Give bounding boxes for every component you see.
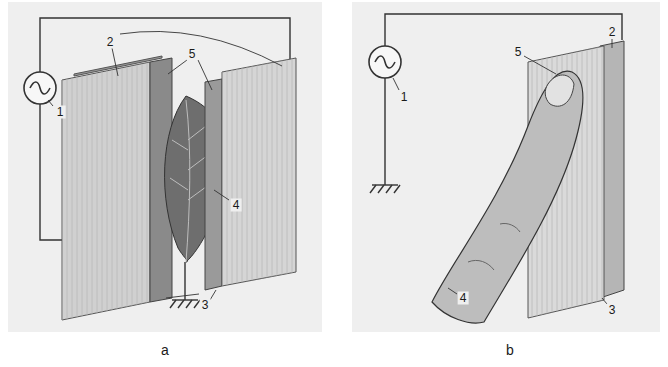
electrode <box>222 58 296 286</box>
callout-number: 1 <box>55 106 66 119</box>
ac-source <box>369 46 401 78</box>
ac-source <box>24 72 56 104</box>
ac-symbol <box>30 82 50 94</box>
fingernail <box>545 75 574 106</box>
electrode <box>62 62 150 320</box>
callout-number: 1 <box>399 91 410 104</box>
callout-number: 5 <box>513 46 524 59</box>
dielectric-plate <box>205 79 222 290</box>
callout-number: 3 <box>607 304 618 317</box>
ac-symbol <box>375 56 395 68</box>
finger <box>432 71 583 323</box>
callout-number: 4 <box>458 292 469 305</box>
callout-number: 3 <box>200 299 211 312</box>
leader-line <box>48 31 282 300</box>
ground-symbol <box>370 185 400 193</box>
callout-number: 2 <box>607 26 618 39</box>
callout-number: 5 <box>187 48 198 61</box>
panel-ground <box>8 2 322 332</box>
callout-number: 2 <box>105 36 116 49</box>
panel-ground <box>352 2 660 332</box>
leader-line <box>393 39 612 304</box>
callout-number: 4 <box>231 199 242 212</box>
ground-symbol <box>170 300 200 308</box>
panel-caption: b <box>504 342 516 358</box>
panel-caption: a <box>159 342 171 358</box>
